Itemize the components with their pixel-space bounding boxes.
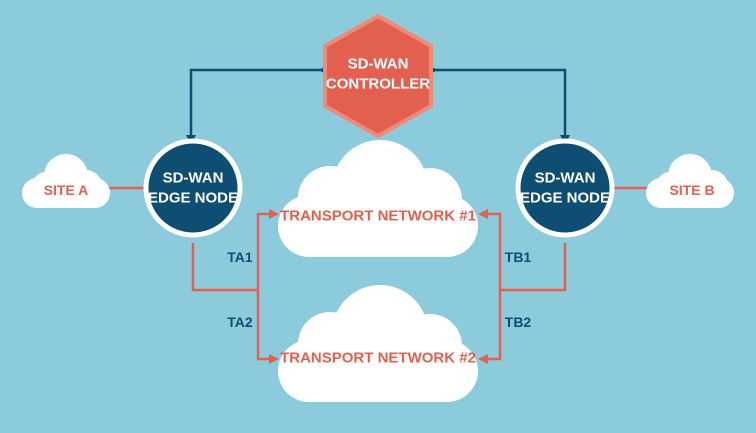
tunnel-tb1 (478, 209, 502, 290)
transport-network-1-label: TRANSPORT NETWORK #1 (280, 208, 476, 225)
site-b-label: SITE B (669, 182, 714, 198)
tunnel-ta2 (256, 290, 279, 364)
edge-node-left: SD-WAN EDGE NODE (143, 138, 243, 238)
edge-node-left-line1: SD-WAN (163, 170, 224, 187)
edge-node-right: SD-WAN EDGE NODE (515, 138, 615, 238)
tunnel-left-trunk (191, 243, 258, 292)
tunnel-right-trunk (500, 243, 567, 292)
transport-network-2-cloud-icon (278, 285, 478, 402)
transport-network-1-cloud-icon (278, 140, 478, 257)
edge-node-right-line2: EDGE NODE (520, 190, 610, 207)
tunnel-tb2 (478, 290, 502, 364)
controller-hexagon-icon: SD-WAN CONTROLLER (323, 13, 433, 139)
transport-network-2-label: TRANSPORT NETWORK #2 (280, 350, 476, 367)
site-a-cloud-icon (22, 154, 110, 208)
edge-node-left-circle-icon (143, 138, 243, 238)
site-a-label: SITE A (44, 182, 89, 198)
tunnel-tb1-label: TB1 (505, 249, 532, 265)
controller-label-line2: CONTROLLER (326, 76, 430, 93)
tunnel-ta1 (256, 209, 279, 290)
edge-node-left-line2: EDGE NODE (148, 190, 238, 207)
tunnel-ta1-label: TA1 (227, 249, 253, 265)
tunnel-ta2-label: TA2 (227, 314, 253, 330)
edge-node-right-circle-icon (515, 138, 615, 238)
controller-link-right (428, 65, 570, 145)
edge-node-right-line1: SD-WAN (535, 170, 596, 187)
controller-link-left (186, 65, 328, 145)
site-b-cloud-icon (646, 154, 734, 208)
controller-label-line1: SD-WAN (348, 56, 409, 73)
tunnel-tb2-label: TB2 (505, 314, 532, 330)
